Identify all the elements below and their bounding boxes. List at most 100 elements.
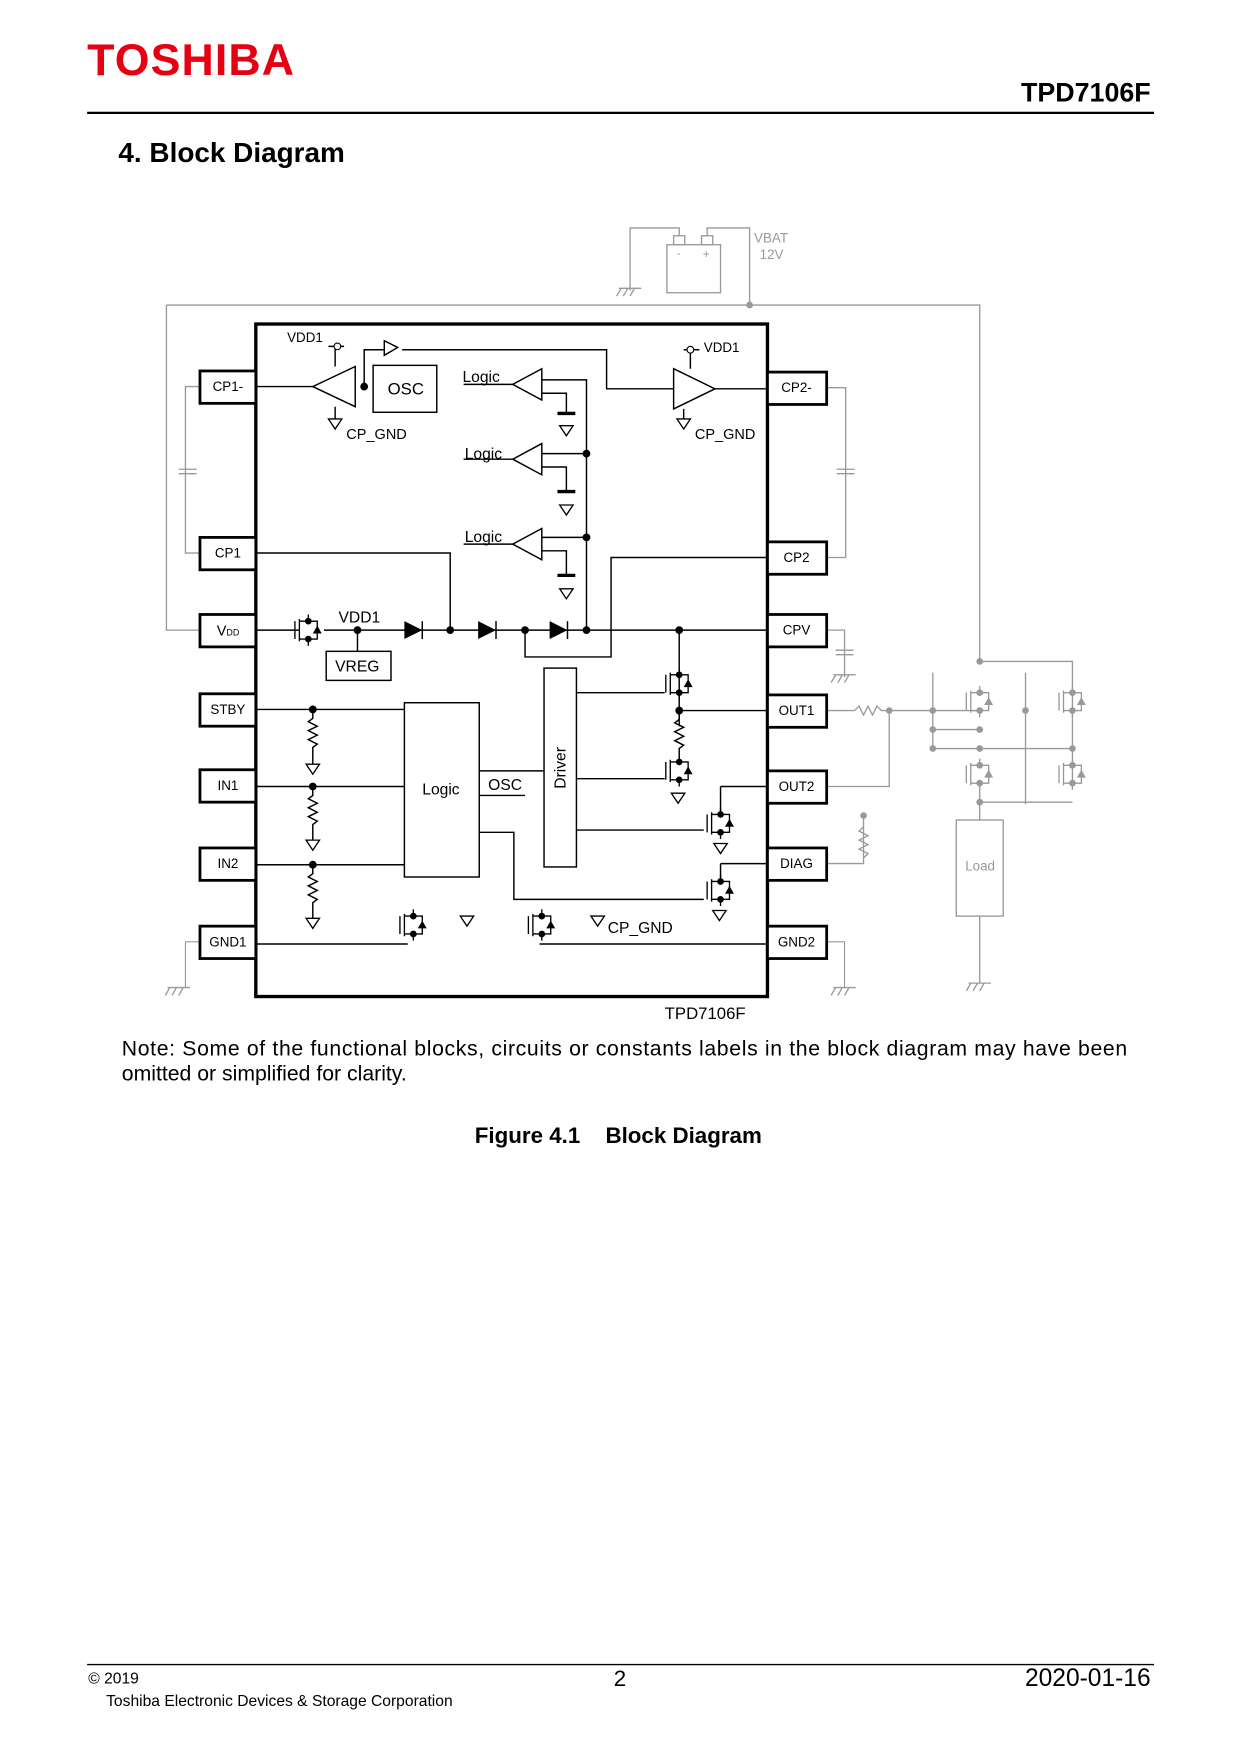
battery-minus: - bbox=[677, 248, 681, 260]
mosfet-icon bbox=[399, 909, 427, 941]
cp2-driver-amplifier bbox=[672, 348, 717, 419]
ground-icon bbox=[589, 915, 606, 928]
pin-cp1: CP1 bbox=[198, 536, 258, 572]
mosfet-icon bbox=[1058, 685, 1086, 718]
osc-label: OSC bbox=[488, 777, 522, 794]
logic-label: Logic bbox=[465, 529, 503, 546]
mosfet-icon bbox=[294, 614, 322, 646]
pin-cpv: CPV bbox=[766, 613, 829, 649]
driver-block bbox=[543, 667, 578, 868]
mosfet-icon bbox=[965, 758, 994, 790]
cp1-driver-amplifier bbox=[311, 345, 356, 419]
page-number: 2 bbox=[614, 1666, 626, 1691]
pin-label: IN1 bbox=[217, 778, 238, 793]
chip-outline bbox=[254, 322, 770, 999]
pin-label: CP1 bbox=[215, 546, 241, 561]
pin-label: IN2 bbox=[217, 856, 238, 871]
ground-icon bbox=[558, 425, 575, 437]
vdd1-label: VDD1 bbox=[338, 609, 380, 626]
ground-icon bbox=[670, 792, 687, 805]
ground-icon bbox=[558, 504, 575, 517]
pin-label: GND2 bbox=[778, 934, 815, 949]
date: 2020-01-16 bbox=[1025, 1665, 1151, 1692]
pin-label: DIAG bbox=[780, 856, 813, 871]
pin-label: OUT2 bbox=[779, 779, 815, 794]
ground-icon bbox=[558, 588, 575, 601]
mosfet-icon bbox=[527, 909, 556, 941]
pull-down-resistors bbox=[306, 709, 686, 919]
vdd1-label: VDD1 bbox=[704, 340, 740, 355]
vbat-label: VBAT bbox=[754, 230, 788, 245]
pin-label: CPV bbox=[783, 623, 811, 638]
pin-label: GND1 bbox=[209, 934, 246, 949]
osc-block bbox=[372, 364, 438, 414]
charge-pump-diodes bbox=[404, 621, 568, 640]
part-number: TPD7106F bbox=[1021, 78, 1151, 108]
pin-label: OUT1 bbox=[779, 703, 815, 718]
logic-label: Logic bbox=[465, 446, 503, 463]
inverter-symbol bbox=[383, 339, 400, 357]
pin-diag: DIAG bbox=[766, 846, 829, 882]
logic-block bbox=[403, 702, 480, 878]
vbat-voltage: 12V bbox=[760, 247, 784, 262]
chassis-ground-icon bbox=[830, 986, 856, 996]
osc-label: OSC bbox=[388, 379, 424, 398]
figure-title: Block Diagram bbox=[605, 1123, 761, 1148]
cp-gnd-label: CP_GND bbox=[608, 920, 673, 937]
mosfet-icon bbox=[665, 668, 693, 700]
ground-icon bbox=[458, 915, 475, 928]
mosfet-icon bbox=[1058, 758, 1086, 790]
pin-label: STBY bbox=[210, 702, 245, 717]
vreg-label: VREG bbox=[335, 658, 379, 675]
pin-in1: IN1 bbox=[198, 768, 258, 804]
pin-cp1-minus: CP1- bbox=[198, 369, 258, 405]
vdd1-label: VDD1 bbox=[287, 330, 323, 345]
pin-vdd: VDD bbox=[198, 613, 258, 649]
pin-out1: OUT1 bbox=[766, 693, 829, 729]
note-text: Note: Some of the functional blocks, cir… bbox=[122, 1038, 1127, 1061]
mosfet-icon bbox=[665, 755, 693, 787]
company-name: Toshiba Electronic Devices & Storage Cor… bbox=[106, 1693, 453, 1710]
logic-label: Logic bbox=[462, 369, 500, 386]
mosfet-icon bbox=[706, 874, 734, 907]
chip-label: TPD7106F bbox=[665, 1004, 746, 1023]
driver-label: Driver bbox=[552, 747, 569, 789]
ground-icon bbox=[304, 917, 321, 930]
comparator-symbols bbox=[511, 367, 543, 561]
pin-cp2: CP2 bbox=[766, 540, 829, 576]
chassis-ground-icon bbox=[965, 982, 991, 992]
pin-label: CP1- bbox=[213, 379, 244, 394]
mosfet-icon bbox=[706, 807, 734, 840]
ground-icon bbox=[327, 418, 344, 431]
pin-label: CP2 bbox=[783, 550, 809, 565]
pin-gnd1: GND1 bbox=[198, 924, 258, 960]
section-title: 4. Block Diagram bbox=[118, 137, 344, 168]
ground-icon bbox=[304, 839, 321, 852]
battery-plus: + bbox=[703, 247, 710, 261]
figure-number: Figure 4.1 bbox=[475, 1123, 580, 1148]
ground-icon bbox=[675, 418, 692, 431]
ground-icon bbox=[304, 763, 321, 776]
pin-in2: IN2 bbox=[198, 846, 258, 882]
toshiba-logo: TOSHIBA bbox=[87, 36, 295, 85]
pin-label: CP2- bbox=[781, 380, 812, 395]
pin-out2: OUT2 bbox=[766, 769, 829, 805]
chassis-ground-icon bbox=[830, 674, 856, 683]
pin-gnd2: GND2 bbox=[766, 924, 829, 960]
block-diagram: Load VBAT 12V - + TPD7106F bbox=[164, 227, 1086, 1023]
chassis-ground-icon bbox=[164, 986, 190, 996]
cp-gnd-label: CP_GND bbox=[346, 427, 407, 443]
pin-stby: STBY bbox=[198, 692, 258, 728]
logic-block-label: Logic bbox=[422, 781, 460, 798]
external-circuit: Load VBAT 12V - + bbox=[165, 227, 1074, 984]
pin-label: VDD bbox=[217, 624, 240, 640]
ground-icon bbox=[711, 909, 728, 922]
cp-gnd-label: CP_GND bbox=[695, 427, 755, 443]
note-text-cont: omitted or simplified for clarity. bbox=[122, 1062, 407, 1085]
vreg-block bbox=[325, 650, 392, 682]
load-label: Load bbox=[965, 858, 995, 873]
mosfet-icon bbox=[965, 685, 994, 718]
ground-icon bbox=[712, 842, 729, 855]
pin-cp2-minus: CP2- bbox=[766, 370, 829, 406]
